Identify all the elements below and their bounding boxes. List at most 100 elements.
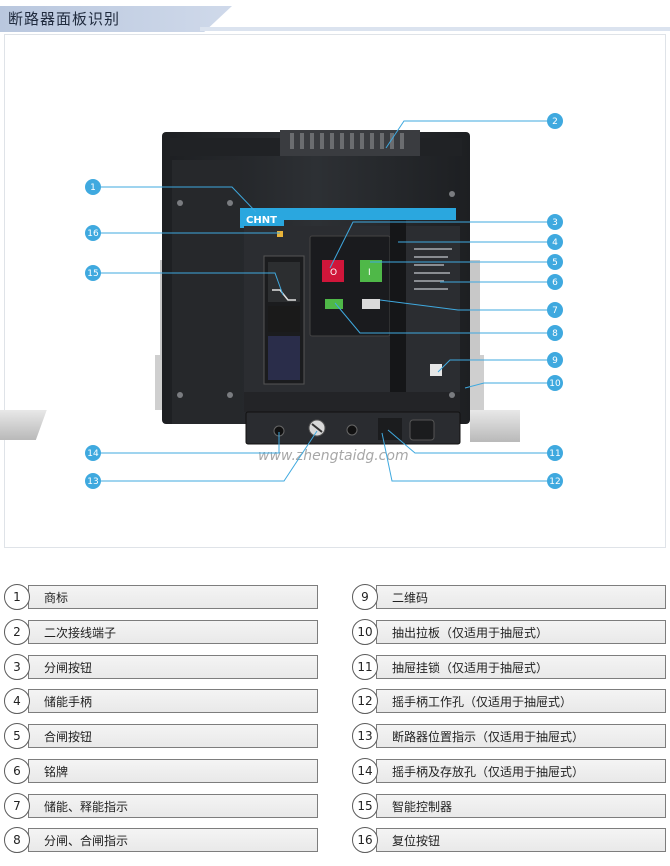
svg-text:6: 6 [552, 278, 558, 288]
svg-text:9: 9 [552, 356, 558, 366]
legend-item: 12 摇手柄工作孔（仅适用于抽屉式） [352, 688, 666, 714]
qr-code-shape [430, 364, 442, 376]
callout-4: 4 [547, 234, 563, 250]
close-button-shape [360, 260, 382, 282]
callout-8: 8 [547, 325, 563, 341]
screws [177, 191, 455, 398]
drawer-base [245, 411, 461, 445]
legend-number: 4 [4, 688, 30, 714]
legend-label: 二次接线端子 [44, 626, 117, 640]
legend-label: 抽出拉板（仅适用于抽屉式） [392, 626, 549, 640]
svg-text:16: 16 [87, 229, 99, 239]
legend-item: 5 合闸按钮 [4, 723, 318, 749]
legend-item: 6 铭牌 [4, 758, 318, 784]
legend-item: 1 商标 [4, 584, 318, 610]
section-header: 断路器面板识别 [0, 0, 670, 32]
svg-text:13: 13 [87, 477, 98, 487]
callout-6: 6 [547, 274, 563, 290]
callout-13: 13 [85, 473, 101, 489]
legend-label: 铭牌 [44, 765, 69, 779]
callout-5: 5 [547, 254, 563, 270]
page-title: 断路器面板识别 [8, 10, 121, 28]
terminal-block [290, 133, 404, 149]
legend-number: 10 [352, 619, 378, 645]
legend-number: 5 [4, 723, 30, 749]
nameplate [414, 248, 452, 290]
header-rule [200, 27, 670, 31]
legend-label: 复位按钮 [392, 834, 441, 848]
legend-item: 2 二次接线端子 [4, 619, 318, 645]
legend-item: 11 抽屉挂锁（仅适用于抽屉式） [352, 654, 666, 680]
legend-number: 15 [352, 793, 378, 819]
reset-button-shape [277, 231, 283, 237]
legend-item: 8 分闸、合闸指示 [4, 827, 318, 853]
legend-number: 11 [352, 654, 378, 680]
legend-number: 6 [4, 758, 30, 784]
legend-number: 3 [4, 654, 30, 680]
legend-label: 分闸、合闸指示 [44, 834, 129, 848]
svg-text:O: O [330, 268, 337, 278]
callout-7: 7 [547, 302, 563, 318]
callout-2: 2 [547, 113, 563, 129]
legend-number: 7 [4, 793, 30, 819]
legend-item: 16 复位按钮 [352, 827, 666, 853]
legend-label: 抽屉挂锁（仅适用于抽屉式） [392, 661, 549, 675]
legend-item: 15 智能控制器 [352, 793, 666, 819]
breaker-body: CHNT O I [162, 130, 470, 424]
brand-logo: CHNT [246, 215, 277, 226]
legend-number: 16 [352, 827, 378, 853]
legend-item: 13 断路器位置指示（仅适用于抽屉式） [352, 723, 666, 749]
legend-number: 9 [352, 584, 378, 610]
legend-label: 储能手柄 [44, 695, 93, 709]
legend-label: 储能、释能指示 [44, 800, 129, 814]
header-tab [0, 6, 232, 32]
svg-text:12: 12 [549, 477, 560, 487]
svg-text:2: 2 [552, 117, 558, 127]
svg-text:10: 10 [549, 379, 561, 389]
open-button-shape [322, 260, 344, 282]
svg-text:14: 14 [87, 449, 99, 459]
legend-label: 摇手柄工作孔（仅适用于抽屉式） [392, 695, 573, 709]
legend-item: 3 分闸按钮 [4, 654, 318, 680]
callout-14: 14 [85, 445, 101, 461]
legend-item: 10 抽出拉板（仅适用于抽屉式） [352, 619, 666, 645]
svg-text:11: 11 [549, 449, 560, 459]
legend-label: 二维码 [392, 591, 429, 605]
legend-number: 1 [4, 584, 30, 610]
legend-item: 9 二维码 [352, 584, 666, 610]
legend-number: 8 [4, 827, 30, 853]
svg-text:I: I [368, 268, 371, 278]
intelligent-controller [263, 255, 305, 385]
svg-text:7: 7 [552, 306, 558, 316]
legend-label: 断路器位置指示（仅适用于抽屉式） [392, 730, 585, 744]
callout-9: 9 [547, 352, 563, 368]
callout-3: 3 [547, 214, 563, 230]
svg-text:15: 15 [87, 269, 98, 279]
callout-15: 15 [85, 265, 101, 281]
callout-markers: 1 2 3 4 5 6 7 8 9 10 11 12 13 14 15 16 [85, 113, 563, 489]
callout-10: 10 [547, 375, 563, 391]
svg-text:5: 5 [552, 258, 558, 268]
callout-16: 16 [85, 225, 101, 241]
legend-label: 合闸按钮 [44, 730, 93, 744]
svg-text:8: 8 [552, 329, 558, 339]
watermark: www.zhengtaidg.com [258, 448, 409, 464]
leader-lines [93, 120, 555, 482]
legend-number: 12 [352, 688, 378, 714]
legend-label: 商标 [44, 591, 69, 605]
legend-number: 2 [4, 619, 30, 645]
legend-item: 4 储能手柄 [4, 688, 318, 714]
callout-12: 12 [547, 473, 563, 489]
legend-number: 14 [352, 758, 378, 784]
callout-1: 1 [85, 179, 101, 195]
legend-item: 14 摇手柄及存放孔（仅适用于抽屉式） [352, 758, 666, 784]
legend-label: 分闸按钮 [44, 661, 93, 675]
svg-text:1: 1 [90, 183, 96, 193]
callout-11: 11 [547, 445, 563, 461]
svg-text:4: 4 [552, 238, 558, 248]
legend-item: 7 储能、释能指示 [4, 793, 318, 819]
legend-label: 摇手柄及存放孔（仅适用于抽屉式） [392, 765, 585, 779]
legend-number: 13 [352, 723, 378, 749]
control-panel: O I [309, 220, 406, 392]
